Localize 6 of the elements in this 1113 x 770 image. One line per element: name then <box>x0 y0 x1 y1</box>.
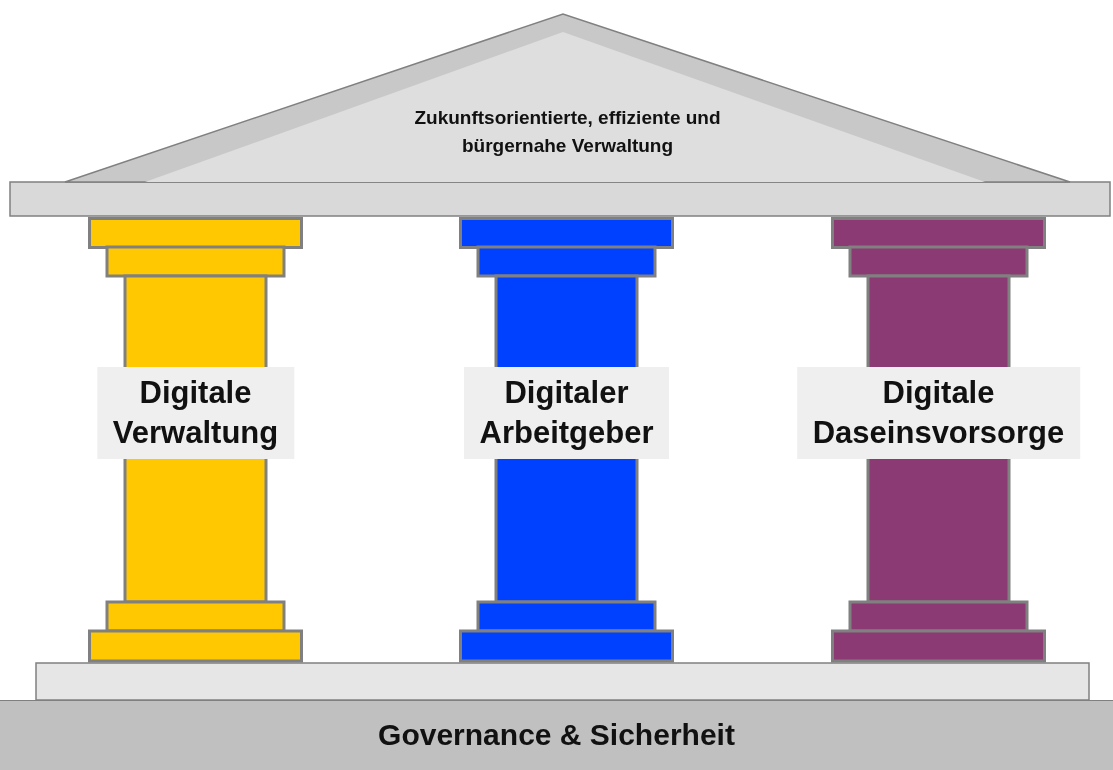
foundation-label: Governance & Sicherheit <box>377 717 736 753</box>
pillar-label: Digitaler Arbeitgeber <box>463 367 670 459</box>
pillar-label: Digitale Verwaltung <box>96 367 295 459</box>
foundation-block <box>0 700 1113 770</box>
pillar-label: Digitale Daseinsvorsorge <box>796 367 1081 459</box>
roof-label: Zukunftsorientierte, effiziente und bürgernahe Verwaltung <box>413 106 722 158</box>
